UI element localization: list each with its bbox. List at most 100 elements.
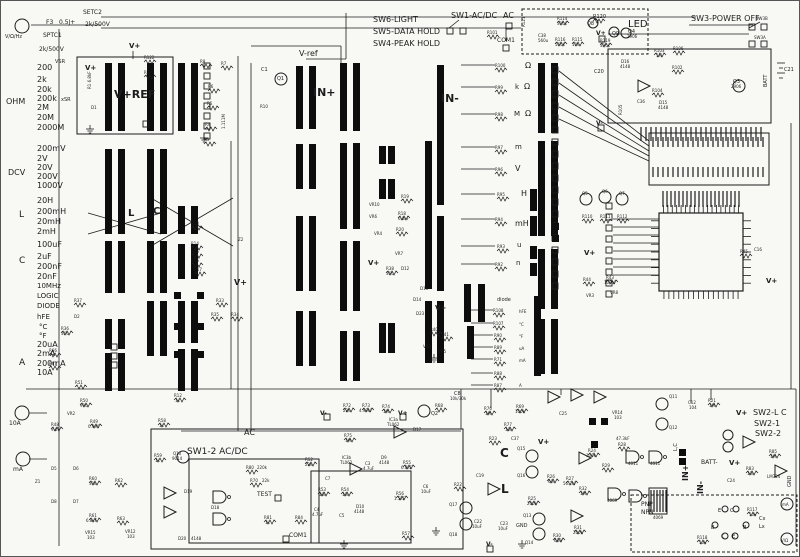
component-circle [608, 26, 620, 38]
pad-square [760, 23, 768, 31]
label: R69 [516, 404, 524, 409]
label: 10k [749, 512, 757, 517]
label: 20M [37, 113, 54, 122]
label: Q12 [669, 425, 678, 430]
label: R81 [264, 515, 272, 520]
pad-square [203, 112, 211, 120]
zigzag-resistor [592, 18, 606, 24]
label: Ω [524, 82, 530, 91]
label: C1 [261, 67, 268, 73]
label: Q18 [449, 532, 458, 537]
label: R96 [495, 167, 503, 172]
zigzag-resistor [88, 517, 102, 523]
label: V+ [435, 304, 446, 312]
component-circle [620, 27, 632, 39]
label: R98 [495, 112, 503, 117]
pad-filled [174, 351, 181, 358]
zigzag-resistor [483, 410, 497, 416]
label: 10k [747, 471, 755, 476]
label: R93 [497, 244, 505, 249]
label: 103 [614, 415, 622, 420]
label: COM1 [289, 532, 307, 539]
label: C8 [454, 391, 461, 397]
label: 10uF [498, 526, 509, 531]
zigzag-resistor [587, 452, 601, 458]
wafer-bar [118, 353, 125, 391]
label: VR10 [369, 202, 380, 207]
wafer-bar [379, 323, 386, 353]
label: D8 [51, 499, 57, 504]
label: 9.01 [51, 427, 60, 432]
label: C21 [784, 67, 794, 73]
label: hFE [37, 313, 50, 321]
zigzag-resistor [190, 262, 204, 268]
pad-square [551, 210, 559, 218]
zigzag-resistor [143, 59, 157, 65]
label: Q10 [173, 451, 182, 456]
wafer-bar [425, 141, 432, 289]
pad-filled [679, 458, 686, 465]
label: SW1-2 AC/DC [187, 447, 248, 457]
zigzag-resistor [116, 520, 130, 526]
component-circle [742, 521, 750, 529]
wafer-bar [309, 216, 316, 291]
pad-filled [197, 292, 204, 299]
label: TEST [256, 491, 272, 498]
label: 1M [345, 438, 352, 443]
zigzag-resistor [696, 539, 710, 545]
label: GND [516, 523, 528, 529]
label: R74 [382, 404, 390, 409]
zigzag-resistor [304, 461, 318, 467]
logic-gate-bubble [663, 455, 667, 459]
label: R71 [494, 357, 502, 362]
label: R62 [115, 478, 123, 483]
label: C [721, 534, 725, 540]
label: 20H [37, 196, 53, 205]
logic-gate [625, 450, 640, 464]
dashed-enclosure-box [521, 8, 649, 55]
label: 1k [155, 458, 161, 463]
label: 6.8kF [398, 216, 410, 221]
component-circle [721, 532, 729, 540]
dashed-enclosure-box [630, 494, 798, 553]
pad-square [110, 352, 118, 360]
label: R6 [208, 84, 214, 89]
zigzag-resistor [89, 423, 103, 429]
label: IN+ [313, 86, 336, 99]
zigzag-resistor [401, 535, 415, 541]
opamp-triangle [578, 451, 593, 465]
component-circle [532, 512, 546, 526]
pad-square [551, 198, 559, 206]
pad-filled [174, 323, 181, 330]
label: R30 [553, 533, 561, 538]
wafer-bar [379, 179, 386, 199]
logic-gate [648, 450, 663, 464]
zigzag-resistor [193, 271, 207, 277]
label: V [515, 164, 521, 173]
zigzag-resistor [199, 63, 213, 69]
label: R66 [49, 348, 57, 353]
label: R35 [211, 312, 219, 317]
pad-square [748, 40, 756, 48]
zigzag-resistor [494, 171, 508, 177]
zigzag-resistor [571, 41, 585, 47]
label: 6.8kF [401, 465, 413, 470]
label: C [730, 508, 734, 514]
label: 300k [557, 21, 568, 26]
zigzag-resistor [220, 65, 234, 71]
label: R3 [204, 137, 210, 142]
label: R118 [697, 535, 708, 540]
label: V+ [766, 277, 777, 285]
zigzag-resistor [582, 281, 596, 287]
wafer-bar [437, 301, 444, 363]
zigzag-resistor [157, 422, 171, 428]
label: SW1-AC/DC [451, 11, 498, 20]
component-circle [731, 532, 739, 540]
pad-square [446, 27, 454, 35]
label: R28 [618, 442, 626, 447]
label: R31 [574, 525, 582, 530]
label: 4069 [653, 515, 664, 520]
zigzag-resistor [745, 470, 759, 476]
pad-square [551, 78, 559, 86]
